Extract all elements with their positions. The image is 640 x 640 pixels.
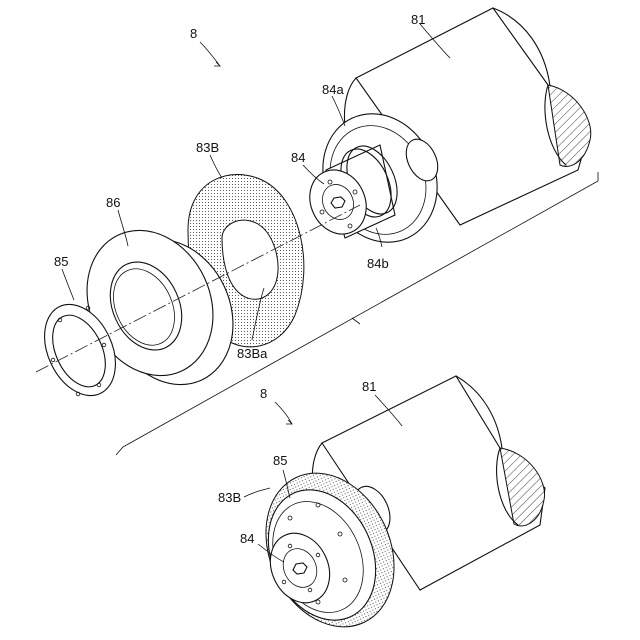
upper-label-84: 84 xyxy=(291,150,305,165)
lower-label-83B: 83B xyxy=(218,490,241,505)
upper-label-83Ba: 83Ba xyxy=(237,346,268,361)
upper-label-83B: 83B xyxy=(196,140,219,155)
upper-label-81: 81 xyxy=(411,12,425,27)
upper-label-84a: 84a xyxy=(322,82,344,97)
lower-label-81: 81 xyxy=(362,379,376,394)
upper-label-85: 85 xyxy=(54,254,68,269)
lower-label-85: 85 xyxy=(273,453,287,468)
exploded-view: 8 81 84a 84 84b 83B 83Ba 86 85 xyxy=(31,8,598,455)
lower-assembly-label: 8 xyxy=(260,386,267,401)
upper-assembly-label: 8 xyxy=(190,26,197,41)
lower-label-84: 84 xyxy=(240,531,254,546)
upper-label-84b: 84b xyxy=(367,256,389,271)
upper-label-86: 86 xyxy=(106,195,120,210)
assembled-view: 8 81 85 83B 84 xyxy=(218,376,545,640)
hex-socket-assembled xyxy=(293,563,307,574)
hex-socket xyxy=(331,197,345,208)
